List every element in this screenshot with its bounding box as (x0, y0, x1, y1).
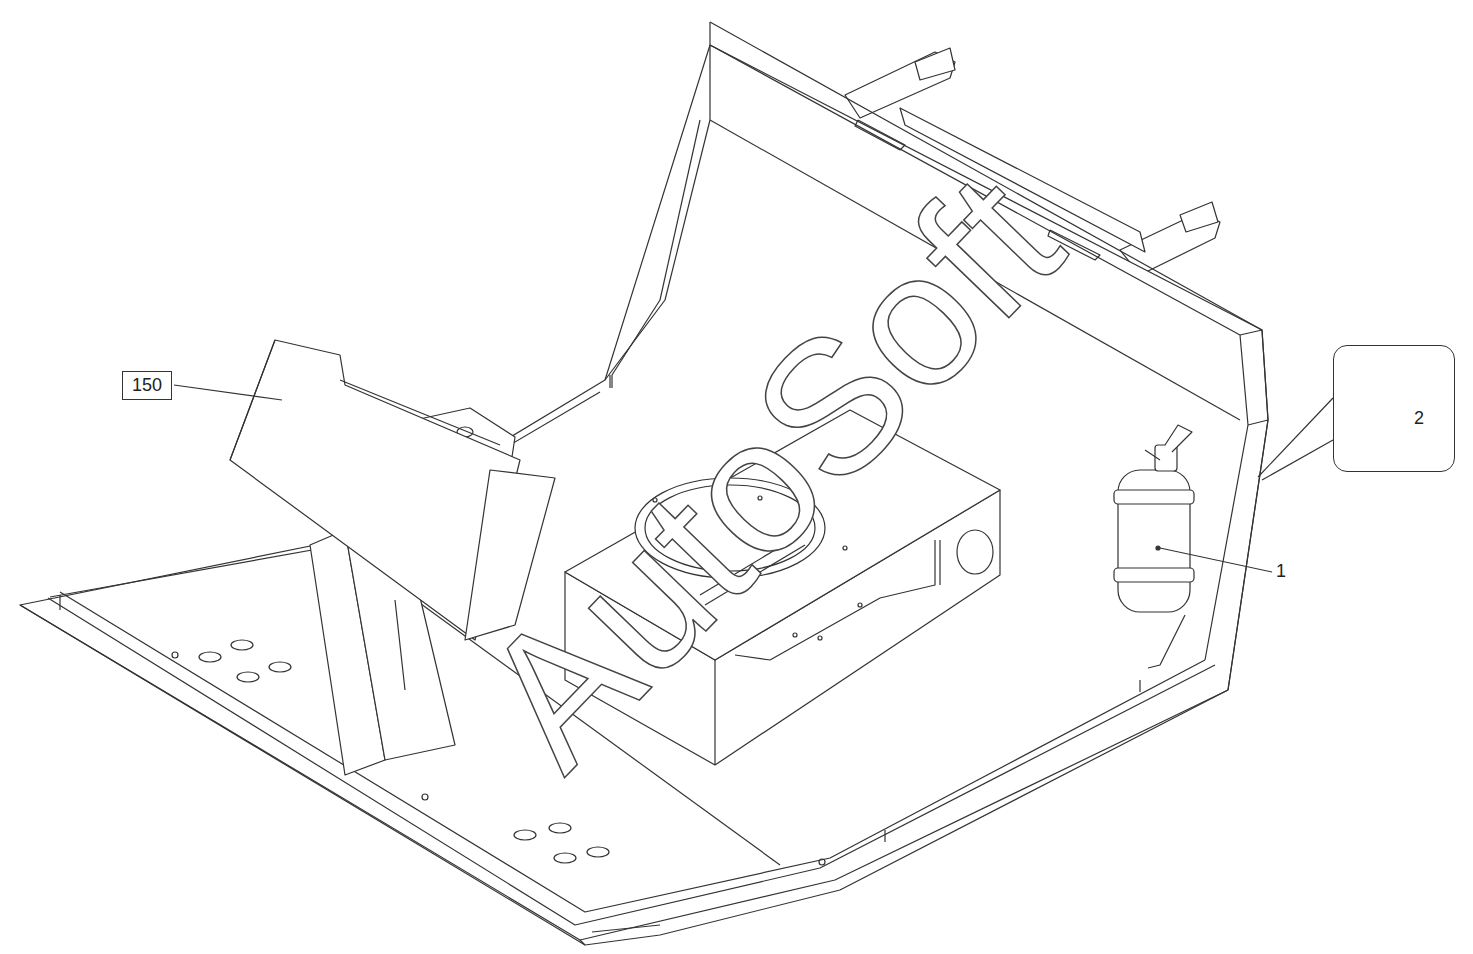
callout-box: 150 (122, 371, 172, 400)
callout-number: 2 (1414, 408, 1448, 429)
callout-number: 1 (1276, 562, 1286, 580)
floor-plate (20, 45, 1268, 945)
detail-callout-box: 2 (1333, 345, 1455, 472)
callout-number: 150 (129, 375, 165, 396)
fire-extinguisher (1114, 425, 1194, 612)
